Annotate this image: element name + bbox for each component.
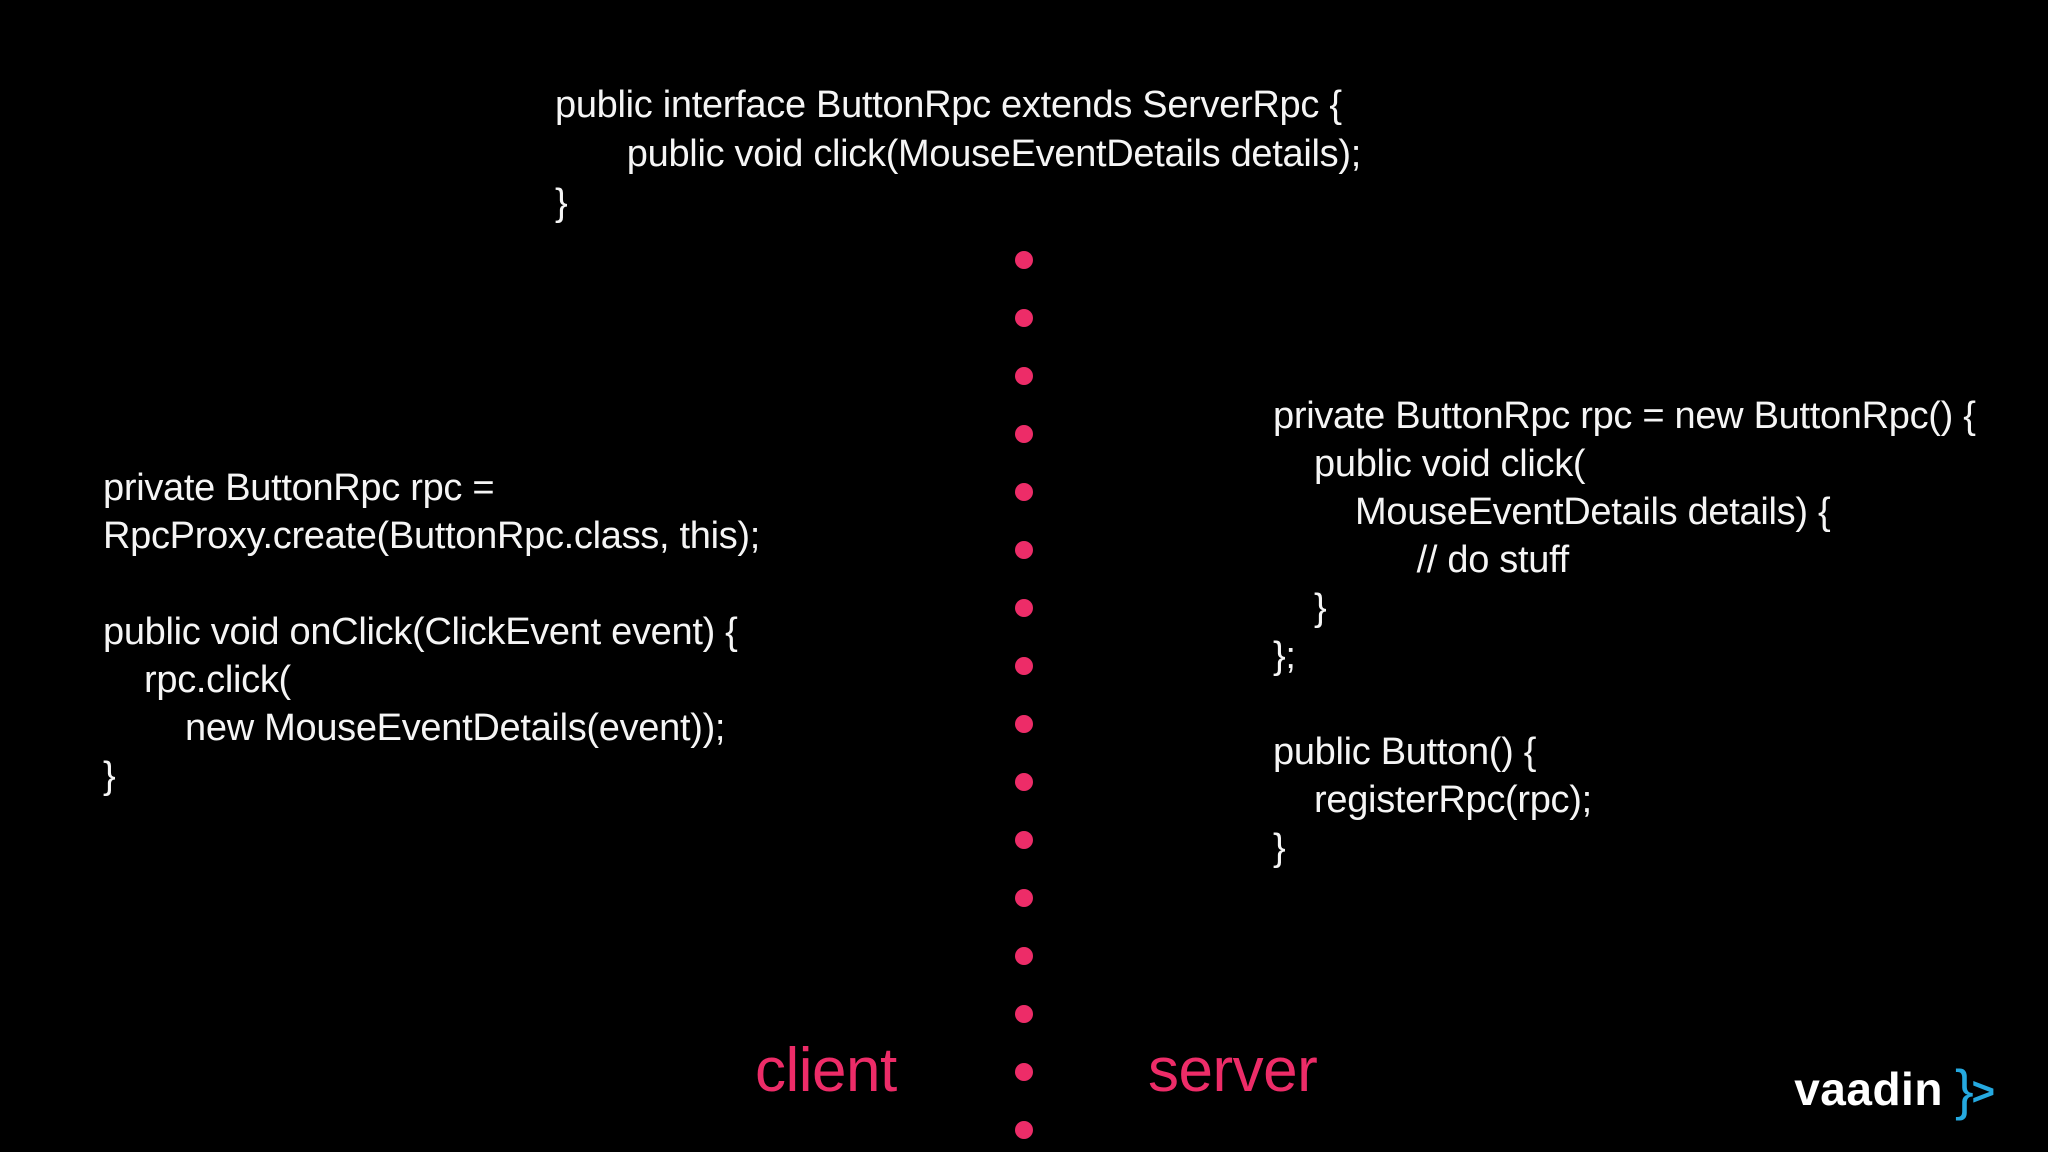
code-line: // do stuff: [1273, 539, 1570, 581]
code-line: MouseEventDetails details) {: [1273, 491, 1831, 533]
code-line: RpcProxy.create(ButtonRpc.class, this);: [103, 515, 761, 557]
code-line: [1273, 680, 1976, 728]
code-line: public interface ButtonRpc extends Serve…: [555, 84, 1342, 126]
logo-chevron-icon: >: [1971, 1070, 1995, 1114]
client-label: client: [755, 1036, 897, 1105]
code-line: }: [555, 182, 568, 224]
divider-dot: [1015, 889, 1033, 907]
divider-dot: [1015, 599, 1033, 617]
code-line: private ButtonRpc rpc =: [103, 467, 495, 509]
code-line: public void click(: [1273, 443, 1586, 485]
vaadin-logo: vaadin } >: [1794, 1058, 1995, 1118]
logo-brace-icon: }: [1954, 1058, 1974, 1121]
server-code-block: private ButtonRpc rpc = new ButtonRpc() …: [1273, 392, 1976, 872]
divider-dot: [1015, 425, 1033, 443]
divider-dot: [1015, 483, 1033, 501]
code-line: new MouseEventDetails(event));: [103, 707, 726, 749]
code-line: registerRpc(rpc);: [1273, 779, 1592, 821]
divider-dot: [1015, 773, 1033, 791]
code-line: rpc.click(: [103, 659, 291, 701]
divider-dot: [1015, 657, 1033, 675]
divider-dot: [1015, 1063, 1033, 1081]
divider-dot: [1015, 367, 1033, 385]
divider-dot: [1015, 541, 1033, 559]
divider-dot: [1015, 1005, 1033, 1023]
divider-dot: [1015, 251, 1033, 269]
divider-dot: [1015, 947, 1033, 965]
client-code-block: private ButtonRpc rpc = RpcProxy.create(B…: [103, 464, 760, 800]
code-line: private ButtonRpc rpc = new ButtonRpc() …: [1273, 395, 1976, 437]
divider-dot: [1015, 831, 1033, 849]
code-line: }: [1273, 827, 1286, 869]
vaadin-wordmark: vaadin: [1794, 1063, 1943, 1115]
code-line: }: [1273, 587, 1327, 629]
code-line: }: [103, 755, 116, 797]
divider-dot: [1015, 309, 1033, 327]
code-line: public Button() {: [1273, 731, 1537, 773]
divider-dot: [1015, 715, 1033, 733]
code-line: [103, 560, 760, 608]
code-line: public void onClick(ClickEvent event) {: [103, 611, 738, 653]
code-line: };: [1273, 635, 1296, 677]
divider-dotted-line: [1015, 251, 1033, 1139]
code-line: public void click(MouseEventDetails deta…: [555, 133, 1361, 175]
divider-dot: [1015, 1121, 1033, 1139]
server-label: server: [1148, 1036, 1318, 1105]
interface-code-block: public interface ButtonRpc extends Serve…: [555, 81, 1361, 228]
